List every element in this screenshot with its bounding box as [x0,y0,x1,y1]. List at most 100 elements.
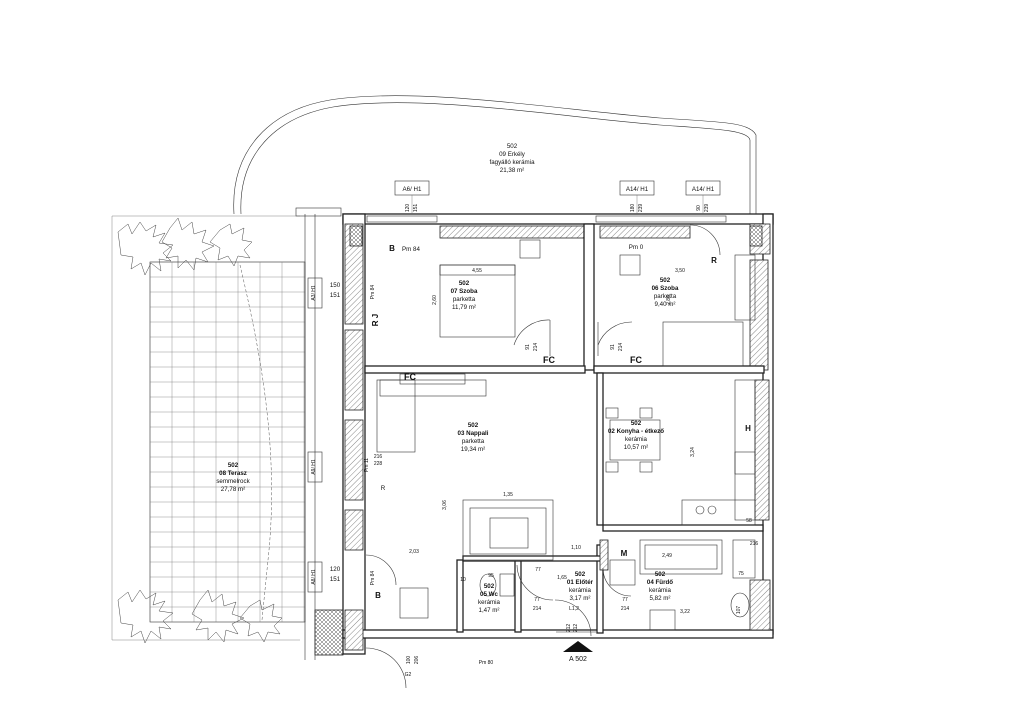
svg-text:502: 502 [660,277,671,284]
svg-text:01 Előtér: 01 Előtér [567,579,594,586]
svg-text:R J: R J [371,314,380,326]
svg-text:77: 77 [535,567,541,573]
svg-text:B: B [389,244,395,253]
svg-text:Pm 11: Pm 11 [364,458,370,472]
svg-text:B: B [375,591,381,600]
svg-text:3,24: 3,24 [690,447,696,457]
room-label-balcony: 502 09 Erkély fagyálló kerámia 21,38 m² [489,143,535,174]
svg-text:2,03: 2,03 [409,549,419,555]
svg-text:kerámia: kerámia [478,599,501,606]
svg-text:216: 216 [750,541,759,547]
svg-text:A6/ H1: A6/ H1 [403,186,422,193]
svg-text:502: 502 [228,462,239,469]
svg-text:27,78 m²: 27,78 m² [221,486,245,493]
svg-text:216: 216 [374,454,383,460]
svg-text:91: 91 [525,344,531,350]
svg-text:kerámia: kerámia [569,587,592,594]
symbols: B R R J FC FC FC M H B R [371,244,751,600]
svg-text:151: 151 [330,576,341,583]
svg-text:Pm 84: Pm 84 [402,246,420,253]
svg-text:parketta: parketta [462,438,485,445]
svg-text:06 Szoba: 06 Szoba [652,285,679,292]
svg-text:parketta: parketta [453,296,476,303]
svg-text:A9/ H1: A9/ H1 [311,459,317,475]
svg-text:228: 228 [374,461,383,467]
svg-text:3,06: 3,06 [442,500,448,510]
svg-text:5,82 m²: 5,82 m² [650,595,671,602]
terrace-paving [149,207,344,660]
room-label-05-wc: 502 05 Wc kerámia 1,47 m² [478,583,501,614]
svg-text:214: 214 [621,606,630,612]
svg-text:kerámia: kerámia [649,587,672,594]
svg-text:502: 502 [575,571,586,578]
svg-text:239: 239 [704,204,710,213]
svg-text:502: 502 [484,583,495,590]
svg-text:parketta: parketta [654,293,677,300]
svg-text:3,17 m²: 3,17 m² [570,595,591,602]
svg-text:1,65: 1,65 [557,575,567,581]
svg-text:100: 100 [406,656,412,665]
dimensions: 120 151 180 239 90 239 150 151 Pm 84 Pm … [330,204,759,678]
svg-text:3,50: 3,50 [675,268,685,274]
svg-text:08 Terasz: 08 Terasz [219,470,247,477]
svg-text:04 Fürdő: 04 Fürdő [647,579,673,586]
interior-walls [364,223,765,634]
svg-text:9,40 m²: 9,40 m² [655,301,676,308]
svg-text:09 Erkély: 09 Erkély [499,151,526,158]
balcony-outline [233,95,757,215]
svg-text:212: 212 [566,624,572,633]
svg-text:502: 502 [459,280,470,287]
room-label-07-szoba: 502 07 Szoba parketta 11,79 m² [451,280,478,311]
svg-text:2,60: 2,60 [432,295,438,305]
room-label-06-szoba: 502 06 Szoba parketta 9,40 m² [652,277,679,308]
svg-text:58: 58 [746,518,752,524]
svg-text:120: 120 [330,566,341,573]
svg-text:90: 90 [696,205,702,211]
svg-text:150: 150 [330,282,341,289]
svg-text:91: 91 [610,344,616,350]
svg-text:A14/ H1: A14/ H1 [692,186,715,193]
svg-text:2,80: 2,80 [666,295,672,305]
svg-text:21,38 m²: 21,38 m² [500,167,524,174]
room-label-08-terasz: 502 08 Terasz semmelrock 27,78 m² [216,462,250,493]
svg-text:A14/ H1: A14/ H1 [626,186,649,193]
svg-text:A8/ H1: A8/ H1 [311,569,317,585]
svg-text:FC: FC [630,355,642,365]
svg-text:Pm 80: Pm 80 [479,660,494,666]
svg-text:206: 206 [414,656,420,665]
svg-text:03 Nappali: 03 Nappali [458,430,489,437]
room-label-04-furdo: 502 04 Fürdő kerámia 5,82 m² [647,571,673,602]
svg-text:FC: FC [543,355,555,365]
svg-text:A3/ H1: A3/ H1 [311,285,317,301]
svg-text:A 502: A 502 [569,656,587,663]
room-label-03-nappali: 502 03 Nappali parketta 19,34 m² [458,422,489,453]
svg-text:95: 95 [488,573,494,579]
svg-text:Pm 84: Pm 84 [370,285,376,300]
svg-text:kerámia: kerámia [625,436,648,443]
window-tags: A6/ H1 A14/ H1 A14/ H1 A3/ H1 A9/ H1 A8/… [307,180,721,593]
svg-text:120: 120 [405,204,411,213]
svg-text:4,55: 4,55 [472,268,482,274]
svg-text:semmelrock: semmelrock [216,478,250,485]
svg-text:502: 502 [507,143,518,150]
svg-text:10,57 m²: 10,57 m² [624,444,648,451]
doors [365,224,721,689]
svg-text:3,22: 3,22 [680,609,690,615]
svg-text:1,35: 1,35 [503,492,513,498]
svg-text:239: 239 [638,204,644,213]
svg-text:Pm 84: Pm 84 [370,571,376,586]
svg-text:19,34 m²: 19,34 m² [461,446,485,453]
svg-text:214: 214 [618,343,624,352]
furniture [376,239,756,631]
svg-text:107: 107 [736,606,742,615]
svg-text:H: H [745,424,751,433]
svg-text:214: 214 [533,343,539,352]
svg-text:R: R [711,256,717,265]
svg-text:1,47 m²: 1,47 m² [479,607,500,614]
svg-text:180: 180 [630,204,636,213]
svg-text:02 Konyha - étkező: 02 Konyha - étkező [608,428,664,435]
svg-text:214: 214 [533,606,542,612]
room-label-01-eloter: 502 01 Előtér kerámia 3,17 m² [567,571,594,602]
svg-text:R: R [381,485,386,492]
